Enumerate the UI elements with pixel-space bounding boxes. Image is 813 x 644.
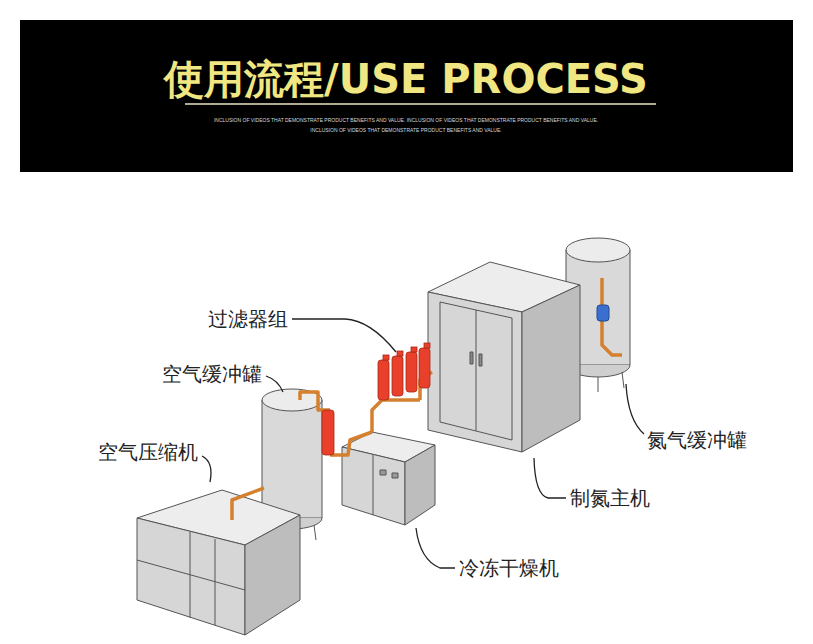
- title-rule: [185, 103, 656, 105]
- header-band: [20, 20, 793, 172]
- pipes: [232, 278, 622, 520]
- filters: [322, 343, 430, 455]
- part-label: 氮气缓冲罐: [647, 429, 747, 451]
- equipment: [137, 238, 630, 635]
- header-note: INCLUSION OF VIDEOS THAT DEMONSTRATE PRO…: [310, 128, 501, 133]
- gauge: [597, 305, 609, 321]
- part-label: 冷冻干燥机: [459, 557, 559, 579]
- part-label: 空气缓冲罐: [162, 363, 262, 385]
- part-label: 过滤器组: [208, 308, 288, 330]
- leader-lines: [202, 319, 644, 568]
- air-tank: [262, 400, 322, 518]
- part-label: 制氮主机: [570, 487, 650, 509]
- header-title: 使用流程/USE PROCESS: [164, 57, 648, 101]
- header-note: INCLUSION OF VIDEOS THAT DEMONSTRATE PRO…: [214, 118, 598, 123]
- part-label: 空气压缩机: [98, 441, 198, 463]
